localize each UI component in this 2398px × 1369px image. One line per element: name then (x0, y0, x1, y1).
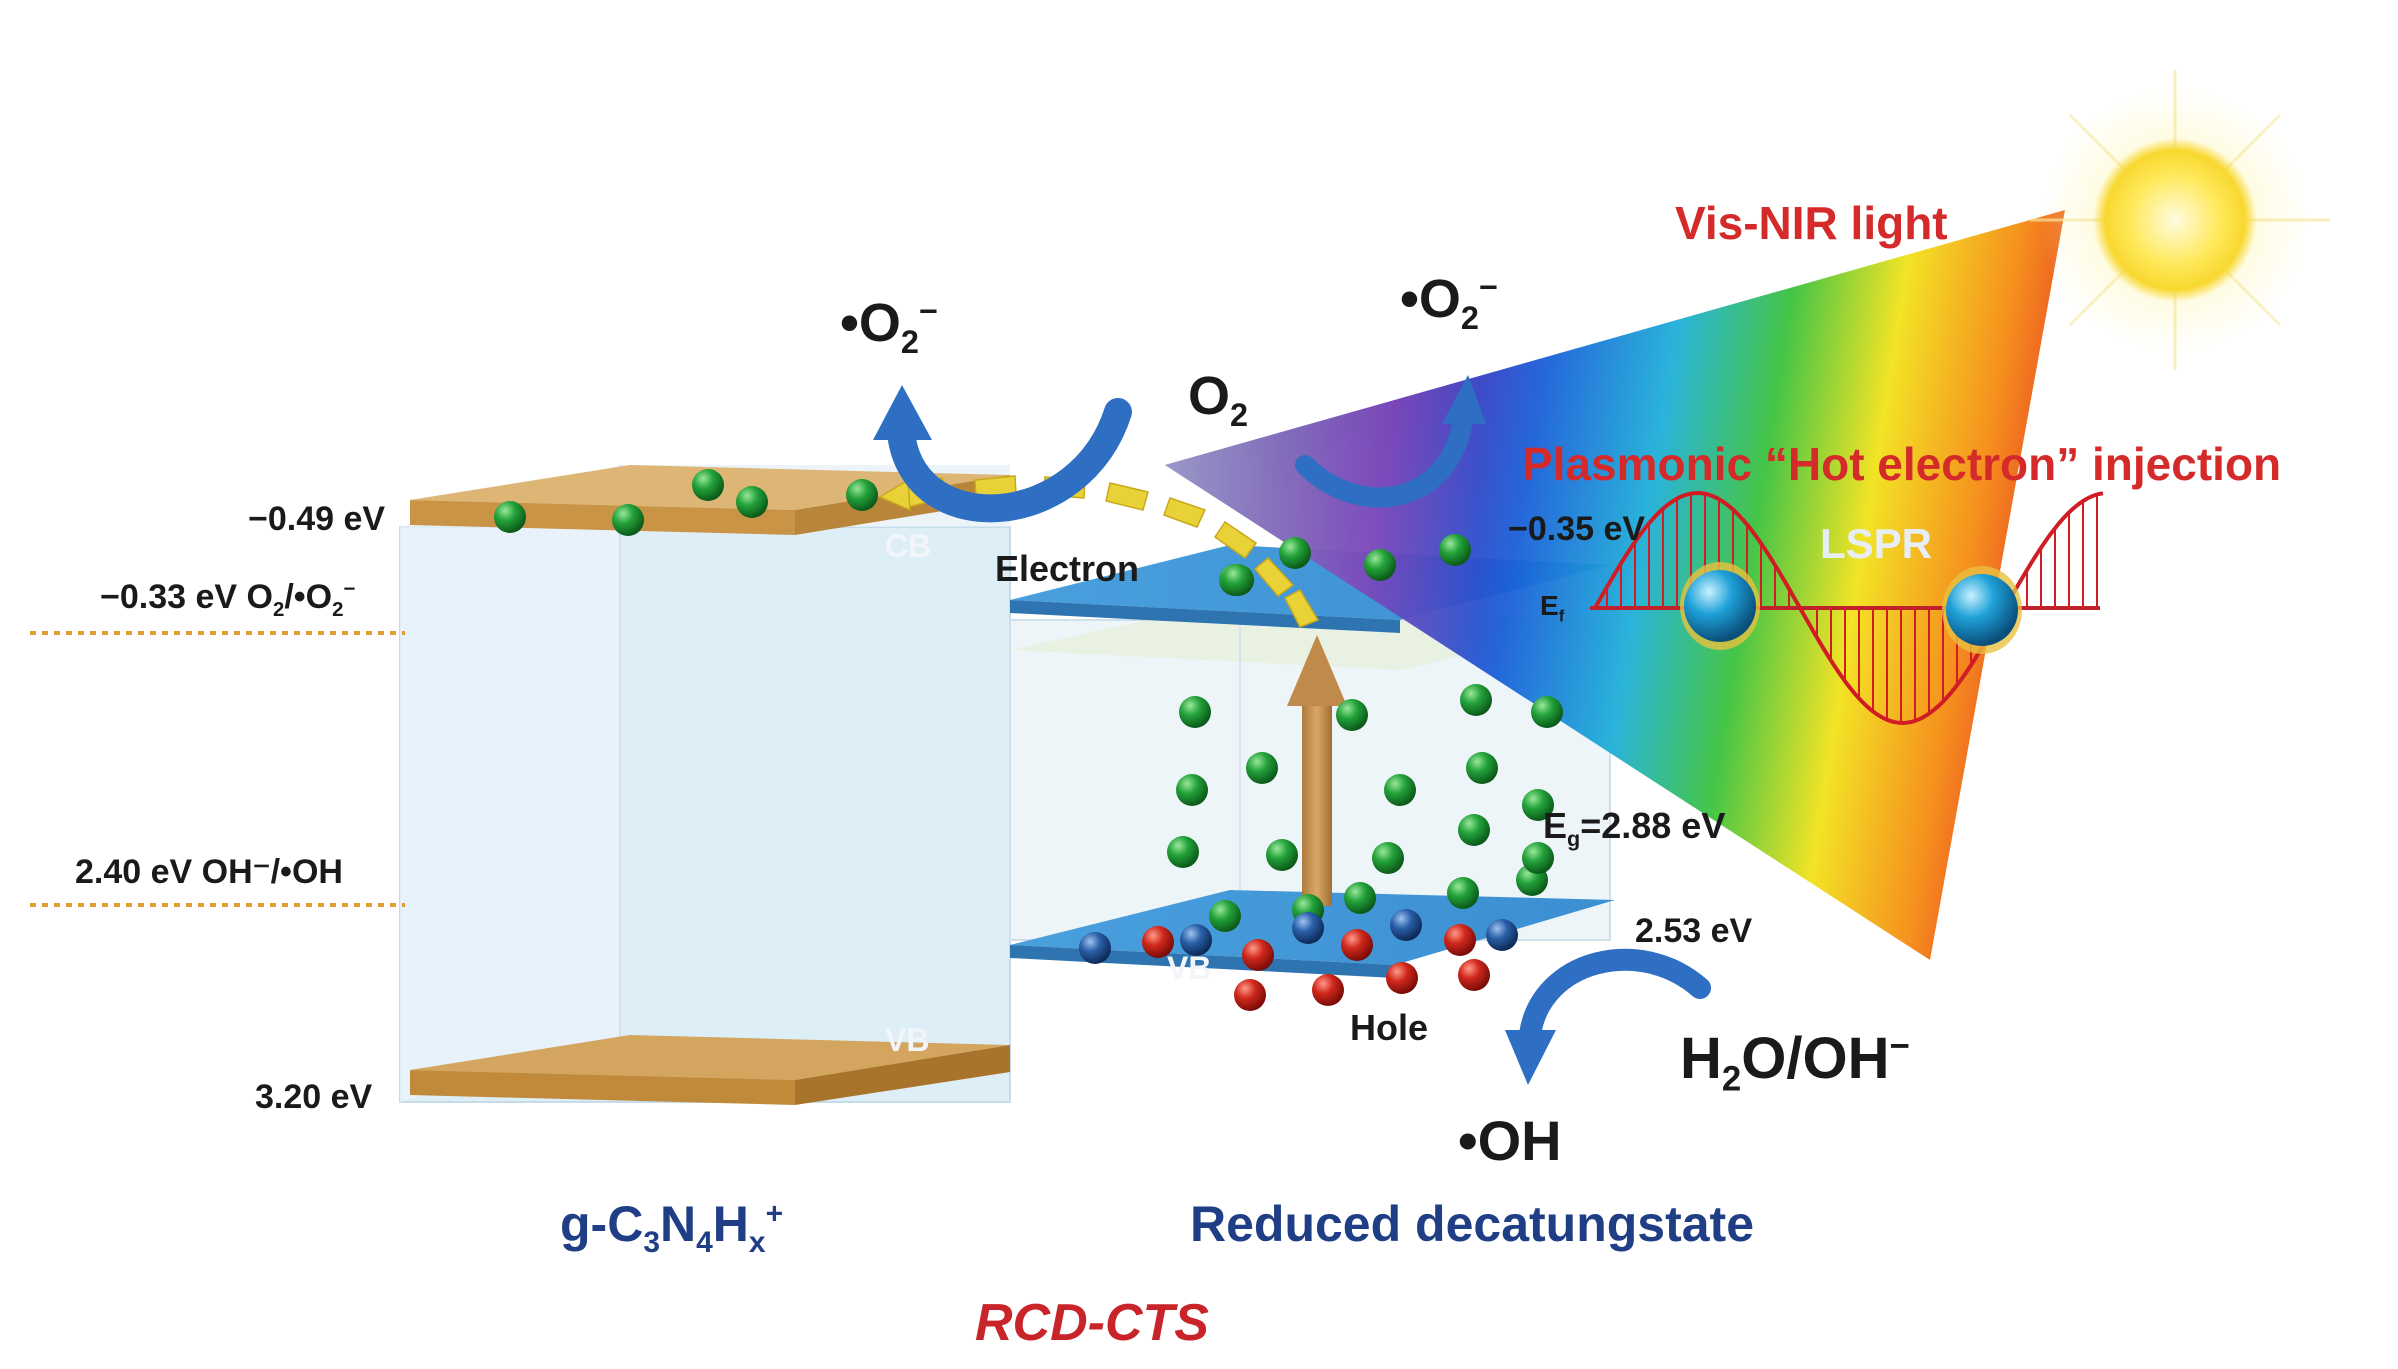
hole-particle (1386, 962, 1418, 994)
photoexcited-electron (1372, 842, 1404, 874)
composite-label: RCD-CTS (975, 1294, 1209, 1352)
photoexcited-electron (1460, 684, 1492, 716)
vis-nir-light-label: Vis-NIR light (1675, 197, 1948, 249)
bandgap-label: Eg=2.88 eV (1543, 805, 1726, 852)
electron-label: Electron (995, 548, 1140, 589)
gcn-vb-slab (410, 1035, 1010, 1105)
photoexcited-electron (1176, 774, 1208, 806)
electron-particle (1439, 534, 1471, 566)
vb-site (1390, 909, 1422, 941)
gcn-vb-energy: 3.20 eV (255, 1078, 373, 1116)
hole-particle (1444, 924, 1476, 956)
electron-particle (1364, 549, 1396, 581)
o2-potential-label: −0.33 eV O2/•O2− (100, 578, 356, 621)
photoexcited-electron (1458, 814, 1490, 846)
hole-label: Hole (1350, 1007, 1429, 1048)
o2-reduction-arrow-right (1295, 375, 1486, 508)
gcn-cb-label: CB (885, 528, 932, 564)
oh-potential-label: 2.40 eV OH⁻/•OH (75, 853, 343, 891)
gcn-cb-energy: −0.49 eV (248, 500, 386, 538)
hole-particle (1142, 926, 1174, 958)
hole-particle (1341, 929, 1373, 961)
light-beam (1165, 210, 2065, 960)
electron-particle (692, 469, 724, 501)
rdc-vb-label: VB (1167, 950, 1212, 986)
electron-particle (736, 486, 768, 518)
plasmonic-nanoparticle (1680, 562, 1760, 650)
sun-icon (2030, 70, 2330, 370)
electron-particle (1222, 564, 1254, 596)
vb-site (1079, 932, 1111, 964)
rdc-cb-energy: −0.35 eV (1508, 510, 1646, 548)
hydroxyl-radical-label: •OH (1458, 1109, 1562, 1172)
rdc-vb-energy: 2.53 eV (1635, 912, 1753, 950)
electron-particle (494, 501, 526, 533)
vb-site (1180, 924, 1212, 956)
rdc-material-label: Reduced decatungstate (1190, 1196, 1755, 1252)
gcn-material-label: g-C3N4Hx+ (560, 1196, 784, 1259)
oxygen-label: O2 (1188, 366, 1249, 433)
photoexcited-electron (1344, 882, 1376, 914)
photoexcited-electron (1531, 696, 1563, 728)
fermi-level-label: Ef (1540, 590, 1565, 626)
vb-site (1292, 912, 1324, 944)
electron-particle (612, 504, 644, 536)
photoexcited-electron (1209, 900, 1241, 932)
gcn-vb-label: VB (885, 1022, 930, 1058)
photoexcited-electron (1522, 842, 1554, 874)
charge-carriers (494, 469, 1563, 1011)
hole-particle (1312, 974, 1344, 1006)
photoexcited-electron (1522, 789, 1554, 821)
hole-particle (1458, 959, 1490, 991)
hole-particle (1234, 979, 1266, 1011)
photoexcited-electron (1246, 752, 1278, 784)
photoexcited-electron (1447, 877, 1479, 909)
electron-particle (1279, 537, 1311, 569)
photoexcited-electron (1336, 699, 1368, 731)
o2-reduction-arrow-left (873, 385, 1132, 523)
vb-site (1486, 919, 1518, 951)
lspr-label: LSPR (1820, 520, 1933, 567)
hole-particle (1242, 939, 1274, 971)
excitation-arrow (1287, 635, 1347, 906)
hot-electron-injection-label: Plasmonic “Hot electron” injection (1522, 438, 2282, 490)
photoexcited-electron (1179, 696, 1211, 728)
water-hydroxide-label: H2O/OH− (1680, 1026, 1910, 1099)
lspr-wave (1590, 490, 2104, 726)
photoexcited-electron (1384, 774, 1416, 806)
electron-particle (846, 479, 878, 511)
photoexcited-electron (1167, 836, 1199, 868)
photoexcited-electron (1466, 752, 1498, 784)
superoxide-right-label: •O2− (1400, 269, 1498, 336)
superoxide-left-label: •O2− (840, 293, 938, 360)
photoexcited-electron (1266, 839, 1298, 871)
plasmonic-nanoparticle (1942, 566, 2022, 654)
oh-oxidation-arrow (1505, 948, 1711, 1085)
